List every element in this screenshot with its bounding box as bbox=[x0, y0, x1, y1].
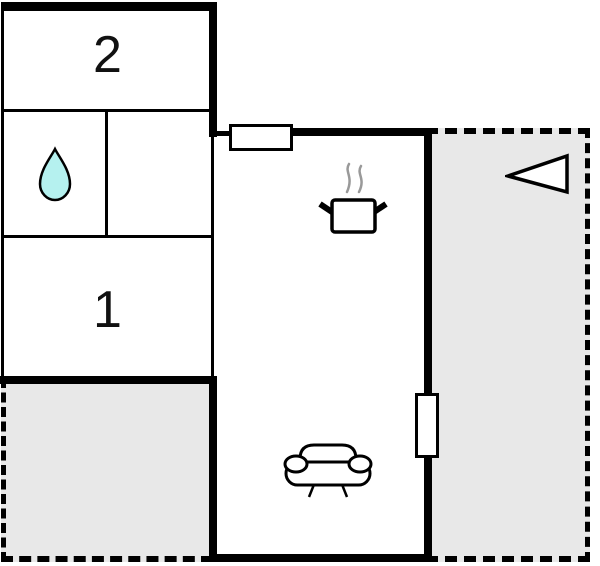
wall-top bbox=[1, 2, 217, 11]
terrace-right bbox=[426, 128, 590, 562]
wall-right-of-left-block bbox=[209, 2, 217, 137]
bedroom1-label: 1 bbox=[93, 281, 122, 339]
steam-line bbox=[357, 164, 363, 194]
door-right bbox=[415, 393, 439, 458]
sofa-armrest-left bbox=[283, 454, 309, 474]
water-drop-icon bbox=[38, 146, 72, 202]
wall-central-top-left-segment bbox=[211, 131, 231, 136]
entrance-arrow-icon bbox=[505, 153, 569, 195]
terrace-bottom-left bbox=[1, 378, 213, 562]
wall-divider-above-bedroom1 bbox=[2, 235, 213, 238]
wall-left bbox=[1, 2, 4, 380]
wall-divider-bathroom bbox=[105, 110, 108, 238]
stove-icon bbox=[318, 162, 388, 234]
sofa-armrest-right bbox=[347, 454, 373, 474]
pot-body bbox=[330, 198, 377, 234]
wall-central-left-thick bbox=[209, 378, 217, 562]
wall-bottom-left-block bbox=[0, 376, 217, 384]
water-drop-shape bbox=[38, 146, 72, 202]
wall-central-left-thin bbox=[211, 135, 214, 378]
arrow-triangle bbox=[505, 153, 569, 195]
sofa-icon bbox=[283, 443, 373, 498]
wall-central-right bbox=[424, 128, 432, 562]
steam-line bbox=[345, 162, 351, 194]
wall-central-bottom bbox=[209, 554, 432, 562]
pot-handle-left bbox=[318, 201, 334, 215]
window-top bbox=[229, 124, 293, 151]
wall-central-top-right-segment bbox=[291, 128, 432, 136]
bedroom2-label: 2 bbox=[93, 26, 122, 84]
